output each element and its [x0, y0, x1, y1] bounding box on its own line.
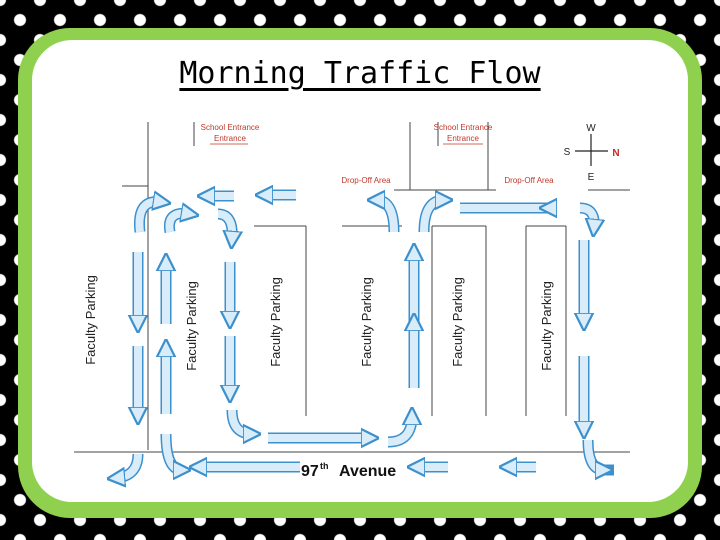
- flow-arrow-icon: [162, 433, 182, 470]
- svg-text:Entrance: Entrance: [214, 134, 247, 143]
- faculty-parking-label-1: Faculty Parking: [83, 275, 98, 365]
- school-entrance-label-1: School Entrance: [201, 123, 260, 132]
- flow-arrow-icon: [228, 409, 252, 434]
- flow-arrow-icon: [217, 210, 232, 240]
- faculty-parking-label-3: Faculty Parking: [268, 277, 283, 367]
- faculty-parking-labels: Faculty Parking Faculty Parking Faculty …: [83, 275, 554, 371]
- compass-north: N: [612, 148, 619, 159]
- dropoff-label-1: Drop-Off Area: [341, 176, 391, 185]
- area-labels: School Entrance Entrance School Entrance…: [201, 123, 555, 185]
- street-number: 97: [301, 463, 319, 480]
- flow-arrow-icon: [584, 439, 604, 470]
- flow-arrow-icon: [135, 202, 162, 233]
- flow-arrow-icon: [116, 453, 142, 478]
- compass-west: W: [586, 123, 596, 134]
- faculty-parking-label-4: Faculty Parking: [359, 277, 374, 367]
- street-label: 97 th Avenue: [301, 461, 396, 480]
- faculty-parking-label-2: Faculty Parking: [184, 281, 199, 371]
- flow-arrows: [116, 195, 604, 478]
- flow-arrow-icon: [579, 204, 594, 228]
- dropoff-label-2: Drop-Off Area: [504, 176, 554, 185]
- svg-text:Entrance: Entrance: [447, 134, 480, 143]
- flow-arrow-icon: [420, 200, 444, 233]
- compass-south: S: [564, 147, 571, 158]
- flow-arrow-icon: [376, 200, 398, 233]
- faculty-parking-label-5: Faculty Parking: [450, 277, 465, 367]
- flow-arrow-icon: [165, 213, 190, 233]
- street-type: Avenue: [339, 463, 396, 480]
- compass-icon: W S N E: [564, 123, 620, 183]
- flow-arrow-icon: [387, 416, 412, 446]
- street-suffix: th: [320, 461, 329, 471]
- school-entrance-label-2: School Entrance: [434, 123, 493, 132]
- compass-east: E: [588, 172, 595, 183]
- page-title: Morning Traffic Flow: [179, 56, 541, 91]
- faculty-parking-label-6: Faculty Parking: [539, 281, 554, 371]
